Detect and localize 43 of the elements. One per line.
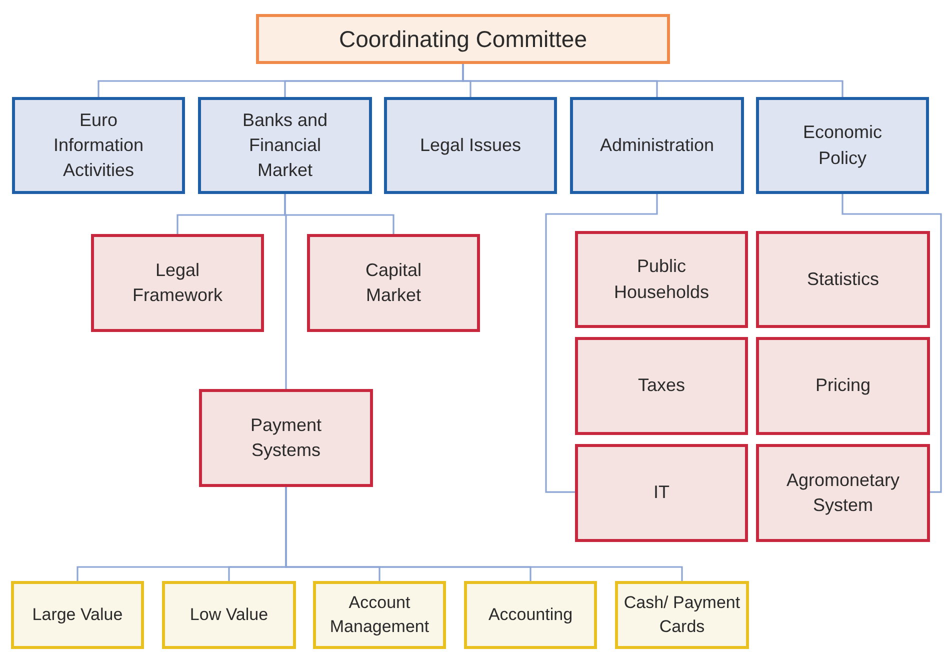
unit-name: Capital Market (364, 258, 423, 307)
unit-name: Statistics (806, 268, 880, 291)
unit-name: Taxes (638, 374, 686, 398)
unit-name: Banks and Financial Market (241, 108, 329, 182)
org-unit-box (464, 581, 597, 649)
unit-name: Cash/ Payment Cards (622, 592, 742, 638)
org-unit-box (11, 581, 144, 649)
unit-name: Euro Information Activities (52, 108, 145, 182)
unit-name: Administration (600, 134, 714, 157)
org-unit-box (313, 581, 446, 649)
org-unit-box (575, 337, 748, 435)
org-unit-box (91, 234, 264, 332)
org-unit-box (199, 389, 373, 487)
unit-name: Low Value (190, 604, 268, 626)
org-unit-box (615, 581, 749, 649)
org-unit-box (12, 97, 185, 194)
org-unit-box (384, 97, 557, 194)
org-unit-box (575, 231, 748, 328)
org-unit-box (162, 581, 296, 649)
org-unit-box (256, 14, 670, 64)
org-unit-box (307, 234, 480, 332)
org-unit-box (570, 97, 744, 194)
unit-name: Legal Framework (131, 258, 224, 307)
org-unit-box (198, 97, 372, 194)
org-unit-box (756, 337, 930, 435)
connector-line (842, 194, 942, 493)
unit-name: Payment Systems (249, 414, 323, 462)
unit-name: Agromonetary System (786, 468, 900, 517)
connector-line (545, 194, 658, 493)
unit-name: Legal Issues (420, 134, 522, 157)
unit-name: IT (654, 481, 670, 504)
unit-name: Account Management (328, 592, 430, 638)
unit-name: Public Households (612, 255, 710, 304)
unit-name: Pricing (815, 374, 871, 398)
unit-name: Economic Policy (802, 121, 884, 170)
org-unit-box (575, 444, 748, 542)
unit-name: Coordinating Committee (338, 24, 587, 54)
unit-name: Large Value (32, 604, 123, 626)
org-unit-box (756, 444, 930, 542)
unit-name: Accounting (488, 604, 573, 626)
org-unit-box (756, 97, 929, 194)
org-unit-box (756, 231, 930, 328)
connector-line (284, 194, 287, 389)
